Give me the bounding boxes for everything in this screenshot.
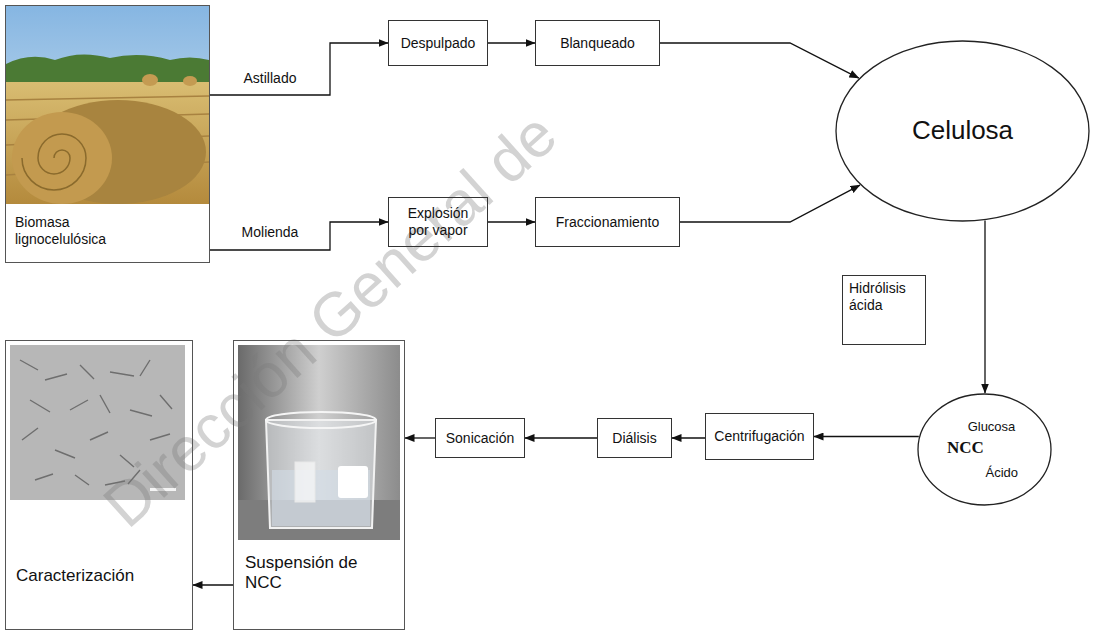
node-label: Sonicación [446, 430, 515, 447]
flow-arrow [405, 437, 435, 438]
process-box: Sonicación [435, 418, 525, 458]
beaker [266, 420, 376, 528]
edge-label: Molienda [239, 224, 302, 241]
flow-arrow [984, 221, 985, 393]
label-tag [338, 466, 368, 498]
ellipse-outline [917, 393, 1052, 506]
node-label: Caracterización [16, 566, 134, 586]
far-bale [142, 74, 158, 86]
node-label: Hidrólisis ácida [849, 280, 919, 314]
hay-photo [6, 6, 209, 204]
ellipse-node: Celulosa [835, 40, 1090, 222]
ellipse-node: GlucosaNCCÁcido [917, 393, 1052, 506]
photo-panel: Suspensión de NCC [233, 340, 405, 630]
flow-arrow [814, 436, 919, 437]
node-label: Centrifugación [714, 428, 804, 445]
node-label: Explosión por vapor [401, 205, 475, 239]
process-box: Despulpado [388, 20, 488, 66]
flow-arrow [525, 437, 597, 438]
vial [295, 462, 315, 502]
node-label: Fraccionamiento [556, 214, 660, 231]
ellipse-outline [836, 41, 1089, 221]
far-bale [183, 76, 197, 86]
ellipse-outline [918, 394, 1051, 505]
process-box: Explosión por vapor [388, 197, 488, 247]
process-box: Diálisis [597, 418, 672, 458]
process-box: Fraccionamiento [535, 197, 680, 247]
process-box: Blanqueado [535, 20, 660, 66]
node-label: Celulosa [912, 115, 1013, 146]
node-label: NCC [947, 438, 984, 458]
beaker-rim [266, 412, 376, 428]
flow-arrow [488, 42, 535, 43]
flow-arrow [193, 584, 233, 585]
photo-panel: Biomasa lignocelulósica [5, 5, 210, 263]
sky [6, 6, 209, 204]
process-box: Hidrólisis ácida [842, 275, 926, 345]
node-label: Suspensión de NCC [245, 553, 370, 594]
field [6, 82, 209, 204]
node-label: Glucosa [968, 419, 1016, 435]
flow-arrow [672, 437, 705, 438]
node-label: Ácido [985, 465, 1018, 481]
hay-bale-end [12, 112, 112, 204]
node-label: Diálisis [612, 430, 656, 447]
flow-arrow [488, 221, 535, 222]
process-box: Centrifugación [705, 413, 814, 460]
flow-arrow [680, 185, 860, 222]
photo-panel: Caracterización [5, 340, 193, 630]
edge-label: Astillado [241, 70, 300, 87]
node-label: Despulpado [401, 35, 476, 52]
tree-line [6, 54, 209, 84]
bale-spiral [22, 134, 86, 190]
flow-arrow [210, 43, 388, 95]
flow-arrow [660, 43, 859, 78]
node-label: Biomasa lignocelulósica [15, 214, 135, 248]
node-label: Blanqueado [560, 35, 635, 52]
